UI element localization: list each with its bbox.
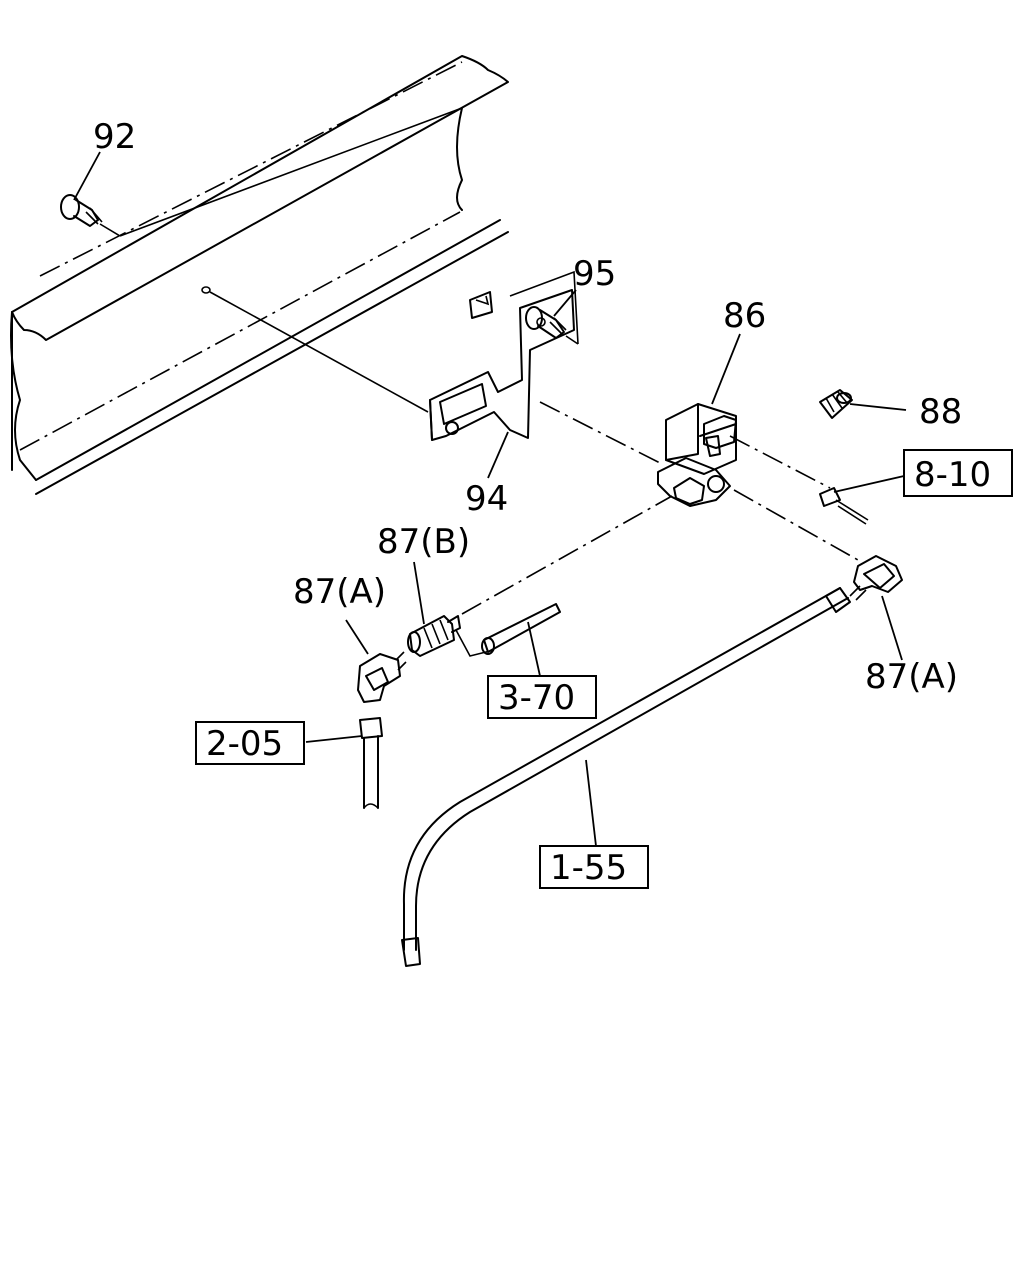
callout-88: 88 xyxy=(919,392,962,432)
ref-box-2-05 xyxy=(195,721,305,765)
callout-92: 92 xyxy=(93,117,136,157)
ref-2-05: 2-05 xyxy=(206,724,283,764)
callout-94: 94 xyxy=(465,479,508,519)
bolt-92: 92 xyxy=(60,117,136,237)
ref-box-3-70 xyxy=(487,675,597,719)
ref-1-55: 1-55 xyxy=(550,848,627,888)
callout-86: 86 xyxy=(723,296,766,336)
pipe-3-70: 3-70 xyxy=(481,603,597,719)
ref-box-1-55 xyxy=(539,845,649,889)
connector-8-10: 8-10 xyxy=(819,449,1013,525)
hose-1-55: 1-55 xyxy=(401,587,851,967)
elbow-fitting-87a-left: 87(A) xyxy=(293,572,407,703)
frame-rail xyxy=(10,55,509,495)
ref-box-8-10 xyxy=(903,449,1013,497)
elbow-fitting-87a-right: 87(A) xyxy=(849,555,958,697)
ref-8-10: 8-10 xyxy=(914,455,991,495)
pipe-2-05: 2-05 xyxy=(195,717,383,809)
callout-95: 95 xyxy=(573,254,616,294)
ref-3-70: 3-70 xyxy=(498,678,575,718)
callout-87a-right: 87(A) xyxy=(865,657,958,697)
assembly-lines xyxy=(201,286,859,615)
callout-87b: 87(B) xyxy=(377,522,470,562)
solenoid-valve-86: 86 xyxy=(657,296,766,507)
plug-88: 88 xyxy=(819,389,962,432)
bracket-94: 94 xyxy=(429,270,579,519)
callout-87a-left: 87(A) xyxy=(293,572,386,612)
fitting-87b: 87(B) xyxy=(377,522,495,657)
